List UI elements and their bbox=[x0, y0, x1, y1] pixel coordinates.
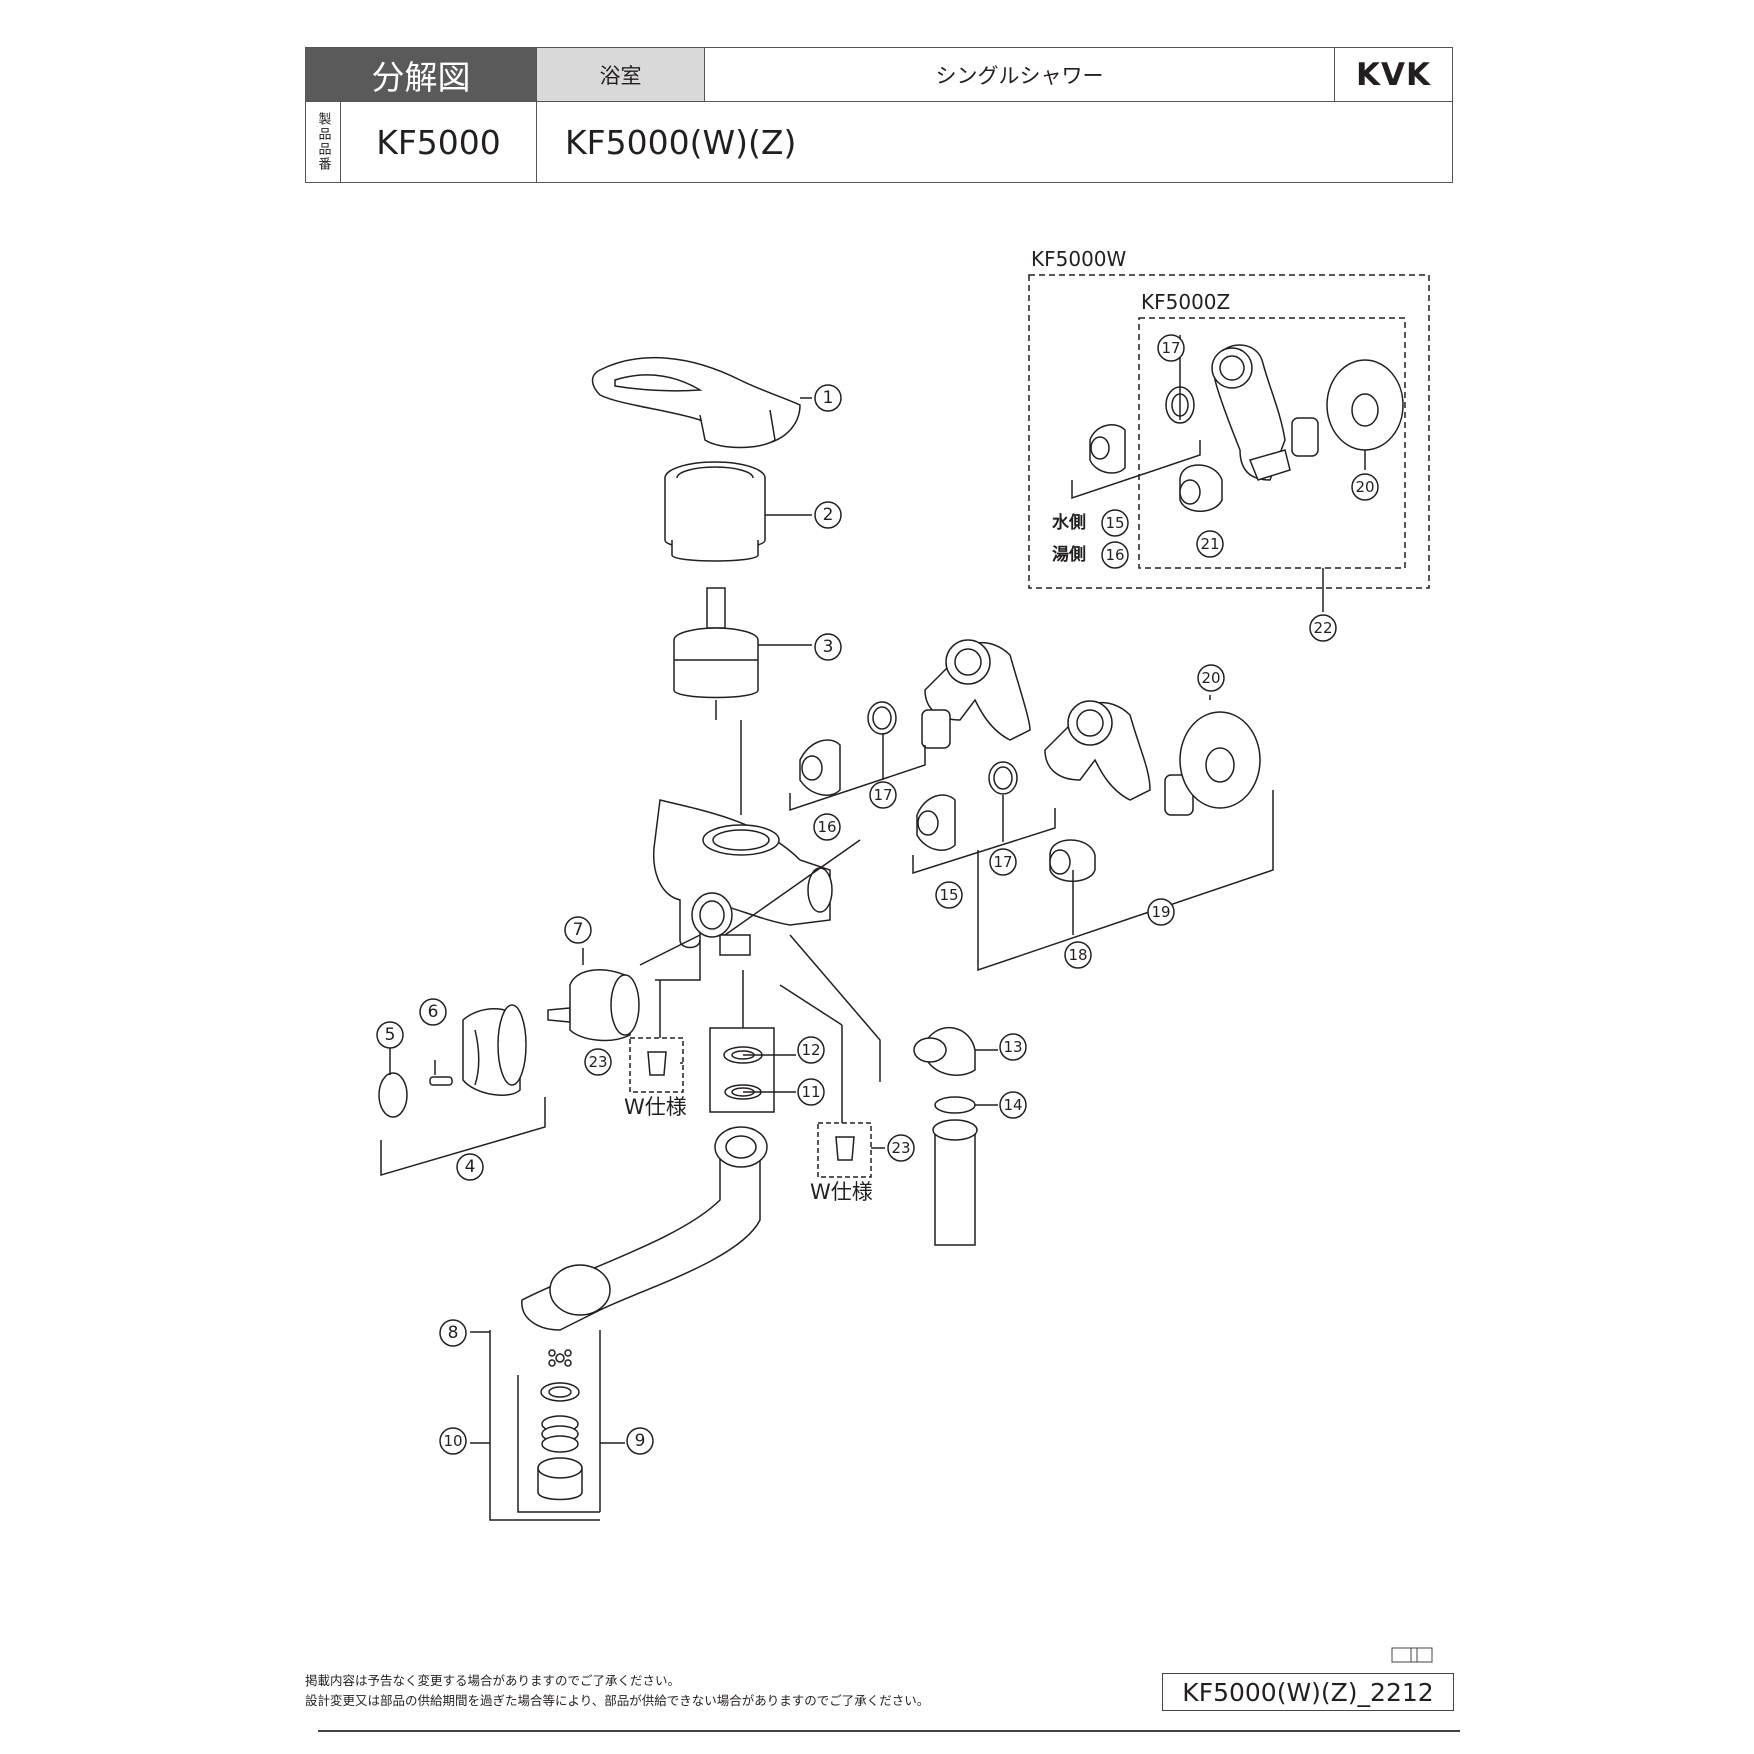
page-icon bbox=[1391, 1647, 1433, 1663]
kf5000z-label: KF5000Z bbox=[1141, 290, 1230, 314]
callout-18: 18 bbox=[1068, 946, 1087, 964]
callout-5: 5 bbox=[385, 1025, 396, 1045]
product-name: シングルシャワー bbox=[704, 48, 1334, 101]
callout-6: 6 bbox=[428, 1002, 439, 1022]
water-side-label: 水側 bbox=[1052, 512, 1086, 533]
footer-divider bbox=[318, 1730, 1460, 1732]
diagram-title: 分解図 bbox=[306, 48, 536, 101]
knob-part bbox=[378, 1004, 527, 1118]
callout-10: 10 bbox=[443, 1432, 462, 1450]
callout-20-main: 20 bbox=[1201, 669, 1220, 687]
spout-part bbox=[521, 1126, 768, 1331]
callout-16-variant: 16 bbox=[1105, 546, 1124, 564]
product-number: KF5000 bbox=[340, 101, 536, 182]
cap-nut-part bbox=[664, 461, 766, 562]
aerator-mesh-icon bbox=[548, 1349, 572, 1367]
variant-parts bbox=[1089, 344, 1404, 512]
callout-15-main: 15 bbox=[939, 886, 958, 904]
callout-2: 2 bbox=[823, 505, 834, 525]
callout-16-main: 16 bbox=[817, 818, 836, 836]
footer-notes: 掲載内容は予告なく変更する場合がありますのでご了承ください。 設計変更又は部品の… bbox=[305, 1671, 929, 1711]
callout-23-left: 23 bbox=[588, 1053, 607, 1071]
callout-12: 12 bbox=[801, 1041, 820, 1059]
kf5000w-label: KF5000W bbox=[1031, 247, 1127, 271]
callout-9: 9 bbox=[635, 1431, 646, 1451]
diverter-part bbox=[547, 969, 640, 1042]
callout-17-lower: 17 bbox=[993, 853, 1012, 871]
union-upper bbox=[799, 639, 1031, 796]
callout-17-upper: 17 bbox=[873, 786, 892, 804]
w-spec-label-left: W仕様 bbox=[624, 1095, 687, 1119]
callout-19: 19 bbox=[1151, 903, 1170, 921]
lever-handle-part bbox=[591, 356, 801, 449]
brand-logo: KVK bbox=[1334, 48, 1452, 101]
elbow-part bbox=[913, 1026, 978, 1246]
callout-23-right: 23 bbox=[891, 1139, 910, 1157]
union-lower bbox=[916, 700, 1261, 882]
kf5000w-box bbox=[1028, 274, 1430, 589]
document-id: KF5000(W)(Z)_2212 bbox=[1162, 1673, 1454, 1711]
mixer-body-part bbox=[653, 799, 833, 956]
callout-11: 11 bbox=[801, 1083, 820, 1101]
product-number-label: 製品品番 bbox=[306, 101, 340, 182]
model-list: KF5000(W)(Z) bbox=[536, 101, 1452, 182]
w-spec-box-left bbox=[629, 1037, 684, 1093]
w-spec-box-right bbox=[817, 1122, 872, 1178]
callout-4: 4 bbox=[465, 1157, 476, 1177]
callout-21: 21 bbox=[1200, 535, 1219, 553]
w-spec-label-right: W仕様 bbox=[810, 1180, 873, 1204]
callout-14: 14 bbox=[1003, 1096, 1022, 1114]
footer-note-2: 設計変更又は部品の供給期間を過ぎた場合等により、部品が供給できない場合があります… bbox=[305, 1693, 930, 1708]
callout-22: 22 bbox=[1313, 619, 1332, 637]
category-label: 浴室 bbox=[536, 48, 704, 101]
callout-1: 1 bbox=[823, 388, 834, 408]
kf5000z-box bbox=[1138, 317, 1406, 569]
callout-8: 8 bbox=[448, 1323, 459, 1343]
callout-3: 3 bbox=[823, 637, 834, 657]
callout-20-variant: 20 bbox=[1355, 478, 1374, 496]
footer-note-1: 掲載内容は予告なく変更する場合がありますのでご了承ください。 bbox=[305, 1673, 681, 1688]
cartridge-part bbox=[673, 587, 759, 720]
hot-side-label: 湯側 bbox=[1052, 544, 1086, 565]
callout-15-variant: 15 bbox=[1105, 514, 1124, 532]
callout-17-variant: 17 bbox=[1161, 339, 1180, 357]
header-table: 分解図 浴室 シングルシャワー KVK 製品品番 KF5000 KF5000(W… bbox=[305, 47, 1453, 183]
callout-7: 7 bbox=[573, 920, 584, 940]
callout-13: 13 bbox=[1003, 1038, 1022, 1056]
aerator-stack bbox=[537, 1382, 583, 1501]
